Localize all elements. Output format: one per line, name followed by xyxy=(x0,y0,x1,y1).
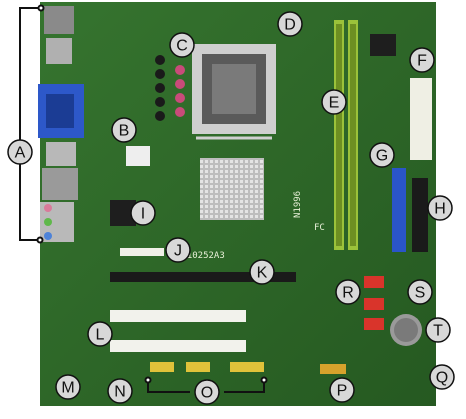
callout-circle-r xyxy=(335,279,361,305)
board-cert-text: FC xyxy=(314,223,325,233)
callout-circle-s xyxy=(407,279,433,305)
callout-circle-i xyxy=(130,200,156,226)
pcie-x1-slot xyxy=(120,248,164,256)
callout-label-m: M xyxy=(61,380,74,397)
sata-port-1 xyxy=(364,276,384,288)
callout-circle-t xyxy=(425,317,451,343)
ram-slots xyxy=(334,20,358,250)
pci-slot-2 xyxy=(110,340,246,352)
pci-slot-1 xyxy=(110,310,246,322)
callout-circle-g xyxy=(369,142,395,168)
callout-label-d: D xyxy=(284,17,296,34)
callout-circle-o xyxy=(194,379,220,405)
callout-circle-a xyxy=(7,139,33,165)
usb-header-3 xyxy=(230,362,264,372)
callout-label-a: A xyxy=(15,145,26,162)
pcie-x16-slot xyxy=(110,272,296,282)
usb-header-2 xyxy=(186,362,210,372)
callout-circle-p xyxy=(329,377,355,403)
callout-circle-n xyxy=(107,378,133,404)
callout-labels: A B C D E F G H I J K L M N O P Q R S T xyxy=(7,11,455,405)
callout-label-j: J xyxy=(174,243,182,260)
capacitors xyxy=(155,55,185,121)
audio-jack-blue xyxy=(44,232,52,240)
callout-label-b: B xyxy=(119,123,130,140)
ps2-ports xyxy=(44,6,74,34)
audio-jack-pink xyxy=(44,204,52,212)
ide-connector xyxy=(392,168,406,252)
lan-port xyxy=(42,168,78,200)
callout-circle-c xyxy=(169,32,195,58)
callout-label-f: F xyxy=(417,53,427,70)
audio-jack-green xyxy=(44,218,52,226)
cpu-power-connector xyxy=(126,146,150,166)
callout-label-e: E xyxy=(329,95,340,112)
callout-circle-k xyxy=(249,259,275,285)
callout-circle-q xyxy=(429,364,455,390)
callout-label-g: G xyxy=(376,148,388,165)
usb-stack-top xyxy=(46,38,72,64)
rear-io-bracket xyxy=(19,4,45,244)
rear-io-panel xyxy=(38,6,84,242)
callout-label-q: Q xyxy=(436,370,448,387)
board-serial-text: 0010252A3 xyxy=(176,251,225,261)
callout-label-t: T xyxy=(433,323,443,340)
callout-label-h: H xyxy=(434,201,446,218)
cpu-socket-center xyxy=(212,64,256,114)
callout-circle-f xyxy=(409,47,435,73)
callout-label-r: R xyxy=(342,285,354,302)
usb-stack-mid xyxy=(46,142,76,166)
motherboard-image: N1996 0010252A3 FC xyxy=(38,2,436,406)
sata-port-2 xyxy=(364,298,384,310)
callout-label-l: L xyxy=(96,327,105,344)
callout-circle-b xyxy=(111,117,137,143)
callout-label-n: N xyxy=(114,384,126,401)
callout-label-i: I xyxy=(141,206,145,223)
cpu-area xyxy=(155,44,276,140)
board-model-text: N1996 xyxy=(293,191,303,218)
super-io-chip xyxy=(370,34,396,56)
usb-header-1 xyxy=(150,362,174,372)
vga-port-inner xyxy=(46,94,74,128)
callout-label-k: K xyxy=(257,265,268,282)
sata-port-3 xyxy=(364,318,384,330)
callout-circle-l xyxy=(87,321,113,347)
callout-label-p: P xyxy=(337,383,348,400)
northbridge-heatsink xyxy=(200,158,264,220)
floppy-connector xyxy=(412,178,428,252)
callout-circle-m xyxy=(55,374,81,400)
callout-label-o: O xyxy=(201,385,213,402)
callout-label-s: S xyxy=(415,285,426,302)
callout-circle-d xyxy=(277,11,303,37)
callout-circle-h xyxy=(427,195,453,221)
atx-power-connector xyxy=(410,78,432,160)
front-panel-header xyxy=(320,364,346,374)
usb-header-bracket xyxy=(144,376,268,393)
callout-circle-e xyxy=(321,89,347,115)
callout-label-c: C xyxy=(176,38,188,55)
callout-circle-j xyxy=(165,237,191,263)
